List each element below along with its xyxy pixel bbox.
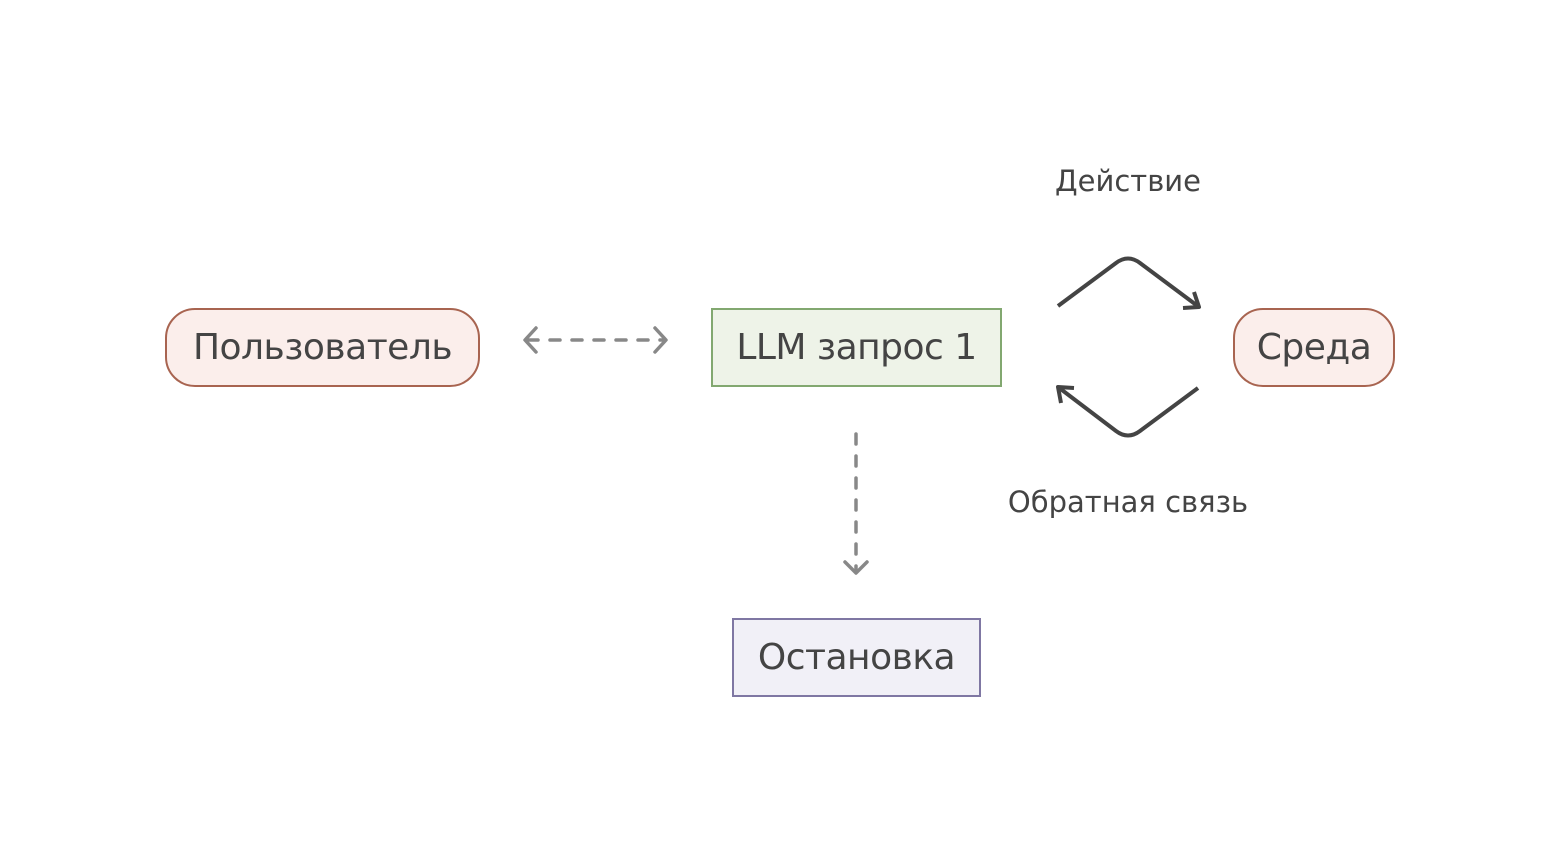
llm-stop-dashed-arrow [843, 432, 869, 575]
stop-node: Остановка [732, 618, 981, 697]
user-node-label: Пользователь [192, 327, 453, 368]
user-node: Пользователь [165, 308, 480, 387]
llm-request-node-label: LLM запрос 1 [736, 327, 977, 368]
action-label: Действие [1055, 164, 1201, 198]
action-arrow [1056, 256, 1201, 310]
feedback-arrow [1056, 385, 1200, 438]
environment-node-label: Среда [1256, 327, 1372, 368]
stop-node-label: Остановка [757, 637, 956, 678]
environment-node: Среда [1233, 308, 1395, 387]
feedback-label: Обратная связь [1007, 485, 1249, 519]
llm-request-node: LLM запрос 1 [711, 308, 1002, 387]
user-llm-dashed-bidirectional-arrow [523, 326, 668, 354]
